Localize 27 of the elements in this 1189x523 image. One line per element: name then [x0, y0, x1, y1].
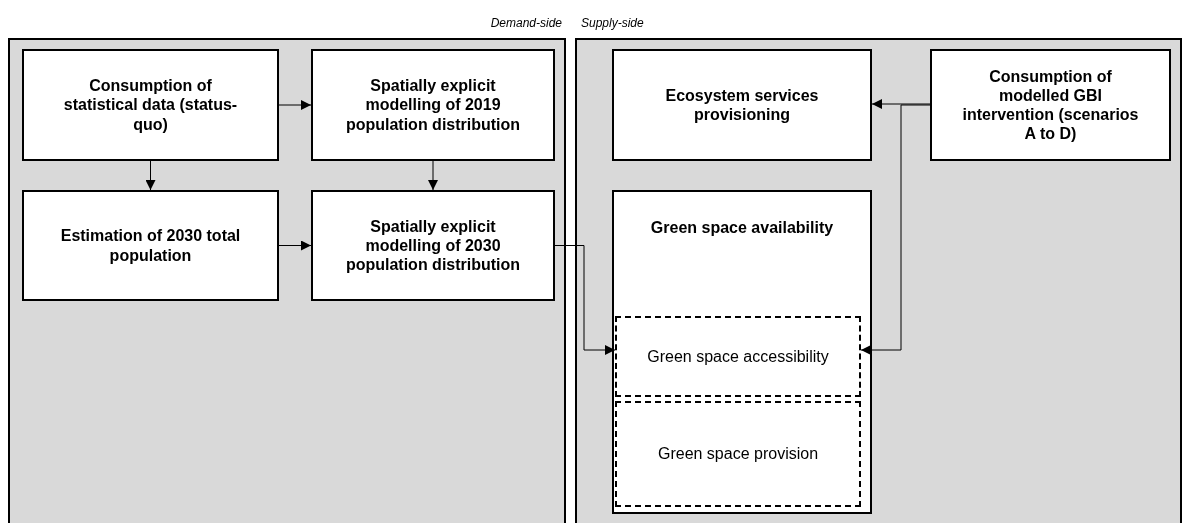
box-label: Consumption of statistical data (status-quo) — [62, 76, 239, 134]
panel-title: Demand-side — [490, 16, 562, 30]
dashed-box — [615, 316, 861, 397]
box-label: Estimation of 2030 total population — [59, 226, 242, 265]
box-label: Ecosystem services provisioning — [664, 85, 820, 125]
process-box — [22, 49, 279, 161]
panel-title: Supply-side — [581, 16, 644, 30]
process-box — [612, 49, 872, 161]
box-label: Consumption of modelled GBI intervention (scenarios A to D) — [962, 66, 1139, 144]
process-box — [612, 190, 872, 514]
arrow — [871, 99, 931, 109]
box-label: Spatially explicit modelling of 2019 population distribution — [344, 76, 522, 134]
arrow — [278, 100, 312, 110]
dashed-box — [615, 401, 861, 507]
box-label: Green space provision — [657, 444, 819, 464]
arrow — [278, 240, 312, 251]
box-label: Green space accessibility — [647, 346, 829, 367]
box-label: Spatially explicit modelling of 2030 population distribution — [344, 216, 522, 275]
arrow — [860, 104, 931, 355]
arrow — [554, 245, 616, 355]
process-box — [311, 190, 555, 301]
arrow — [145, 160, 156, 191]
process-box — [22, 190, 279, 301]
process-box — [930, 49, 1171, 161]
arrow — [428, 160, 438, 191]
box-label: Green space availability — [650, 218, 834, 238]
process-box — [311, 49, 555, 161]
